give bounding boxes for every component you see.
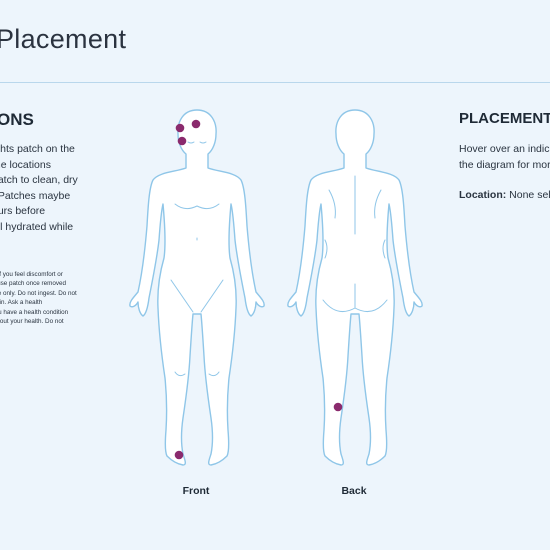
- page-title: Placement: [0, 24, 127, 54]
- warning-line: t reuse patch once removed: [0, 280, 67, 288]
- front-body-outline: [129, 109, 265, 466]
- placement-help-line: Hover over an indicator on: [459, 143, 550, 155]
- warning-line: f you have a health condition: [0, 308, 69, 316]
- front-knee-detail: [174, 371, 220, 377]
- instructions-heading: ONS: [0, 110, 34, 129]
- warning-line: s about your health. Do not: [0, 318, 64, 326]
- instructions-line: the locations: [0, 158, 51, 171]
- location-readout: Location: None selected: [459, 189, 550, 201]
- instructions-line: ell hydrated while: [0, 220, 74, 233]
- back-figure-label: Back: [341, 485, 367, 497]
- warning-line: l use only. Do not ingest. Do not: [0, 289, 77, 297]
- instructions-line: ights patch on the: [0, 143, 75, 155]
- indicator-front-temple[interactable]: [177, 136, 187, 146]
- indicator-back-calf[interactable]: [333, 402, 343, 412]
- instructions-body: ights patch on the the locations patch t…: [0, 142, 108, 235]
- instructions-line: ours before: [0, 205, 46, 217]
- front-chest-detail: [174, 203, 220, 210]
- placement-help-line: the diagram for more info.: [459, 158, 550, 171]
- warning-line: d skin. Ask a health: [0, 299, 43, 307]
- front-figure-label: Front: [182, 485, 210, 497]
- indicator-front-ankle[interactable]: [174, 450, 184, 460]
- front-body-diagram: [129, 109, 265, 466]
- indicator-front-forehead-left[interactable]: [175, 123, 185, 133]
- location-label: Location:: [459, 189, 507, 201]
- back-shoulder-blades-detail: [328, 189, 382, 219]
- header-divider: [0, 82, 550, 83]
- back-body-diagram: [287, 109, 423, 466]
- back-glutes-detail: [322, 283, 388, 313]
- placement-help-text: Hover over an indicator on the diagram f…: [459, 142, 550, 173]
- instructions-line: patch to clean, dry: [0, 174, 78, 186]
- instructions-line: . Patches maybe: [0, 189, 71, 202]
- warning-text: ply if you feel discomfort or t reuse pa…: [0, 270, 108, 326]
- warning-line: ply if you feel discomfort or: [0, 271, 63, 278]
- indicator-front-forehead-right[interactable]: [191, 119, 201, 129]
- back-waist-detail: [324, 239, 386, 259]
- placement-heading: PLACEMENT: [459, 110, 550, 127]
- location-value: None selected: [509, 189, 550, 201]
- front-hip-detail: [170, 279, 224, 313]
- front-eyes-detail: [187, 141, 207, 144]
